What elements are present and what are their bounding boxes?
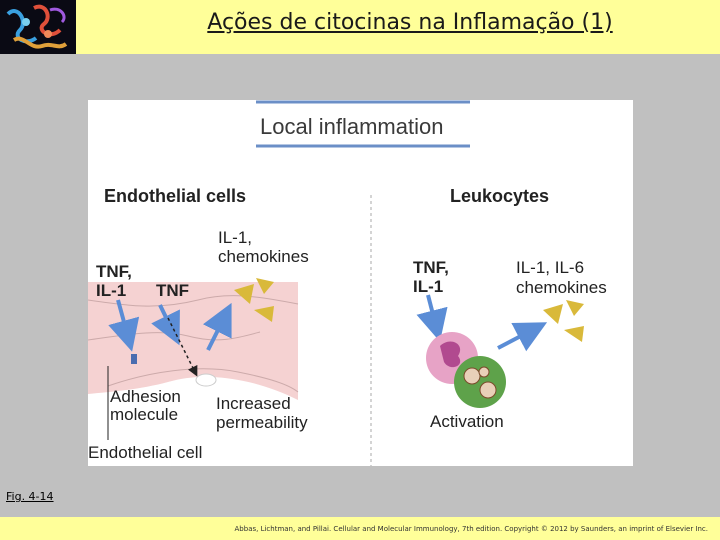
protein-logo (0, 0, 76, 54)
endothelium-layer (88, 282, 298, 400)
endothelial-cells-heading: Endothelial cells (104, 186, 247, 206)
cytokine-shape (234, 284, 254, 304)
leukocyte-output-arrow (497, 322, 548, 352)
leukocytes-heading: Leukocytes (450, 186, 550, 206)
figure-number: Fig. 4-14 (6, 490, 54, 503)
cytokine-shape (543, 304, 563, 324)
slide-title: Ações de citocinas na Inflamação (1) (207, 10, 613, 35)
tnf-il1-label: TNF, IL-1 (96, 262, 132, 300)
banner-label: Local inflammation (260, 114, 444, 139)
footer-bar: Abbas, Lichtman, and Pillai. Cellular an… (0, 517, 720, 540)
cytokine-shape (564, 326, 584, 342)
tnf-arrow (151, 304, 180, 346)
adhesion-molecule-label: Adhesion molecule (110, 387, 181, 424)
endothelial-cell-label: Endothelial cell (88, 443, 203, 462)
adhesion-molecule-shape (131, 354, 137, 364)
cytokine-shape (254, 306, 274, 322)
figure-panel: Local inflammation Endothelial cells Leu… (88, 100, 633, 466)
leukocyte-input-arrow (416, 294, 448, 342)
cytokine-shape (256, 278, 274, 294)
title-bar: Ações de citocinas na Inflamação (1) (0, 0, 720, 54)
leukocyte-tnf-il1-label: TNF, IL-1 (413, 258, 449, 296)
tnf-il1-arrow (108, 299, 140, 352)
activation-label: Activation (430, 412, 504, 431)
activated-leukocyte (454, 356, 506, 408)
il1-il6-chemokines-label: IL-1, IL-6 chemokines (516, 258, 607, 297)
increased-permeability-label: Increased permeability (216, 394, 308, 432)
tnf-label: TNF (156, 281, 190, 300)
il1-chemokines-label: IL-1, chemokines (218, 228, 309, 266)
permeability-arrow (167, 317, 198, 377)
il1-output-arrow (202, 302, 232, 351)
cytokine-shape (566, 300, 584, 316)
citation-text: Abbas, Lichtman, and Pillai. Cellular an… (234, 525, 708, 533)
